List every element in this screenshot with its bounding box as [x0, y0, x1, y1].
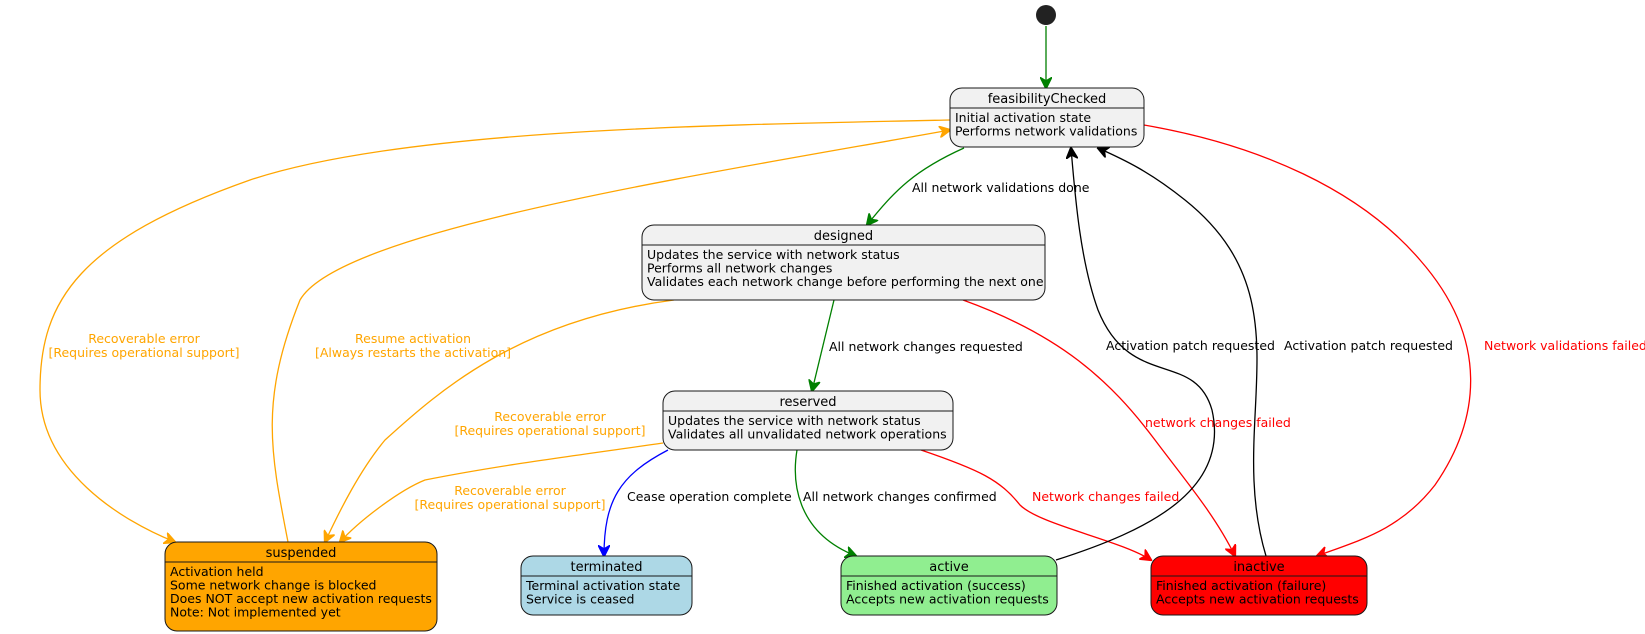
state-description-line: Note: Not implemented yet — [170, 605, 341, 620]
state-description-line: Activation held — [170, 564, 264, 579]
state-title: active — [929, 560, 969, 575]
state-box — [840, 555, 1058, 616]
transition-label-reserved-to-suspended: [Requires operational support] — [414, 497, 605, 512]
state-box — [520, 555, 693, 616]
transition-label-designed-to-suspended: [Requires operational support] — [454, 423, 645, 438]
transition-label-designed-to-inactive: network changes failed — [1145, 415, 1291, 430]
transition-label-suspended-to-feasibility: [Always restarts the activation] — [315, 345, 511, 360]
transition-designed-to-suspended — [325, 299, 675, 542]
state-description-line: Accepts new activation requests — [1156, 592, 1359, 607]
state-description-line: Does NOT accept new activation requests — [170, 591, 432, 606]
transition-label-feasibility-to-suspended: [Requires operational support] — [48, 345, 239, 360]
state-description-line: Validates all unvalidated network operat… — [668, 427, 947, 442]
state-description-line: Initial activation state — [955, 110, 1091, 125]
transition-feasibility-to-suspended — [39, 119, 951, 542]
transition-label-reserved-to-inactive: Network changes failed — [1032, 489, 1179, 504]
transition-feasibility-to-designed — [867, 147, 965, 225]
transition-label-active-to-feasibility: Activation patch requested — [1106, 338, 1275, 353]
state-title: terminated — [570, 560, 642, 575]
transition-label-reserved-to-suspended: Recoverable error — [454, 483, 566, 498]
transition-reserved-to-inactive — [920, 449, 1151, 560]
transition-label-reserved-to-active: All network changes confirmed — [803, 489, 997, 504]
state-box — [1150, 555, 1368, 616]
state-box — [164, 541, 438, 632]
state-description-line: Updates the service with network status — [668, 413, 921, 428]
state-title: inactive — [1233, 560, 1284, 575]
state-description-line: Some network change is blocked — [170, 578, 376, 593]
state-title: feasibilityChecked — [988, 92, 1107, 107]
transition-inactive-to-feasibility — [1098, 148, 1267, 557]
state-description-line: Accepts new activation requests — [846, 592, 1049, 607]
state-description-line: Finished activation (success) — [846, 578, 1026, 593]
transition-active-to-feasibility — [1055, 148, 1216, 561]
state-description-line: Updates the service with network status — [647, 247, 900, 262]
transition-designed-to-inactive — [962, 299, 1235, 556]
initial-state-dot — [1036, 5, 1056, 25]
transition-label-inactive-to-feasibility: Activation patch requested — [1284, 338, 1453, 353]
transition-label-feasibility-to-suspended: Recoverable error — [88, 331, 200, 346]
transition-reserved-to-active — [794, 449, 856, 556]
state-description-line: Finished activation (failure) — [1156, 578, 1326, 593]
transition-reserved-to-terminated — [604, 449, 669, 556]
state-title: suspended — [266, 546, 337, 561]
transition-label-designed-to-suspended: Recoverable error — [494, 409, 606, 424]
state-title: reserved — [779, 395, 836, 410]
state-description-line: Service is ceased — [526, 592, 635, 607]
state-description-line: Validates each network change before per… — [647, 274, 1044, 289]
state-box — [949, 87, 1145, 148]
state-description-line: Performs all network changes — [647, 261, 832, 276]
transition-feasibility-to-inactive — [1143, 124, 1472, 556]
transition-label-designed-to-reserved: All network changes requested — [829, 339, 1023, 354]
transition-designed-to-reserved — [812, 299, 835, 391]
transition-label-feasibility-to-designed: All network validations done — [912, 180, 1090, 195]
state-description-line: Terminal activation state — [525, 578, 681, 593]
state-description-line: Performs network validations — [955, 124, 1137, 139]
state-title: designed — [814, 229, 873, 244]
state-box — [641, 224, 1046, 301]
transition-label-suspended-to-feasibility: Resume activation — [355, 331, 471, 346]
transition-label-reserved-to-terminated: Cease operation complete — [627, 489, 792, 504]
transition-label-feasibility-to-inactive: Network validations failed — [1484, 338, 1645, 353]
transition-suspended-to-feasibility — [271, 130, 950, 543]
transition-reserved-to-suspended — [340, 442, 664, 542]
state-box — [662, 390, 954, 451]
